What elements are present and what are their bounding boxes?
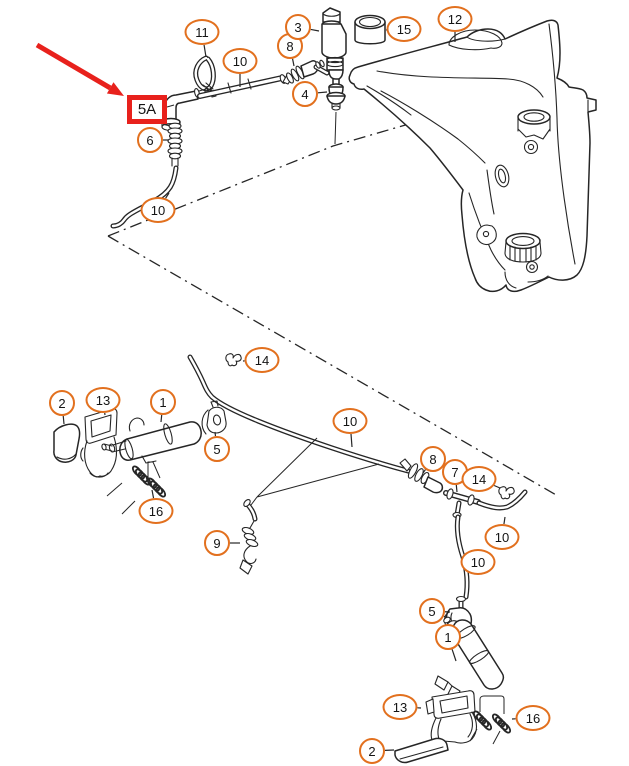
callout-3[interactable]: 3 <box>285 14 311 40</box>
callout-9[interactable]: 9 <box>204 530 230 556</box>
clip-part-right <box>498 486 515 500</box>
bracket-left-part <box>80 408 118 478</box>
callout-2[interactable]: 2 <box>49 390 75 416</box>
callout-11[interactable]: 11 <box>184 19 220 45</box>
cover-cap-left-part <box>53 423 81 463</box>
highlighted-part-label: 5A <box>137 101 157 118</box>
highlight-box-leader <box>166 104 175 108</box>
callout-5[interactable]: 5 <box>419 598 445 624</box>
tee-connector-part <box>443 488 481 519</box>
callout-10[interactable]: 10 <box>484 524 520 550</box>
bleed-connector-part <box>239 498 259 575</box>
grommet-part <box>326 83 346 111</box>
callout-13[interactable]: 13 <box>382 694 418 720</box>
nozzle-left-part <box>201 400 227 435</box>
callout-5[interactable]: 5 <box>204 436 230 462</box>
callout-10[interactable]: 10 <box>460 549 496 575</box>
washer-pump-part <box>321 7 347 87</box>
tube-part <box>197 74 287 99</box>
springs-bottom-part <box>469 695 512 745</box>
bracket-bottom-part <box>425 690 478 744</box>
bellows-part <box>167 122 183 167</box>
callout-1[interactable]: 1 <box>150 389 176 415</box>
leader-triangle-lines <box>250 437 380 506</box>
hose-left-part <box>110 165 179 229</box>
callout-16[interactable]: 16 <box>138 498 174 524</box>
highlighted-part-ref[interactable]: 5A <box>127 95 167 124</box>
washer-cylinder-left-part <box>101 417 202 464</box>
clip-part-center <box>225 353 242 367</box>
reservoir-part <box>348 19 597 293</box>
connector-valve-top-part <box>282 59 330 85</box>
callout-14[interactable]: 14 <box>244 347 280 373</box>
callout-10[interactable]: 10 <box>332 408 368 434</box>
callout-10[interactable]: 10 <box>222 48 258 74</box>
callout-8[interactable]: 8 <box>420 446 446 472</box>
callout-16[interactable]: 16 <box>515 705 551 731</box>
callout-2[interactable]: 2 <box>359 738 385 764</box>
connector-valve-bottom-part <box>399 458 444 494</box>
callout-4[interactable]: 4 <box>292 81 318 107</box>
callout-6[interactable]: 6 <box>137 127 163 153</box>
cover-cap-bottom-part <box>394 737 449 764</box>
callout-1[interactable]: 1 <box>435 624 461 650</box>
callout-13[interactable]: 13 <box>85 387 121 413</box>
red-pointer-arrow <box>35 42 124 96</box>
sleeve-part <box>354 14 386 45</box>
springs-left-part <box>106 461 167 515</box>
callout-10[interactable]: 10 <box>140 197 176 223</box>
hose-right-part <box>476 489 528 511</box>
callout-14[interactable]: 14 <box>461 466 497 492</box>
callout-leader-lines <box>62 28 516 752</box>
callout-15[interactable]: 15 <box>386 16 422 42</box>
callout-12[interactable]: 12 <box>437 6 473 32</box>
